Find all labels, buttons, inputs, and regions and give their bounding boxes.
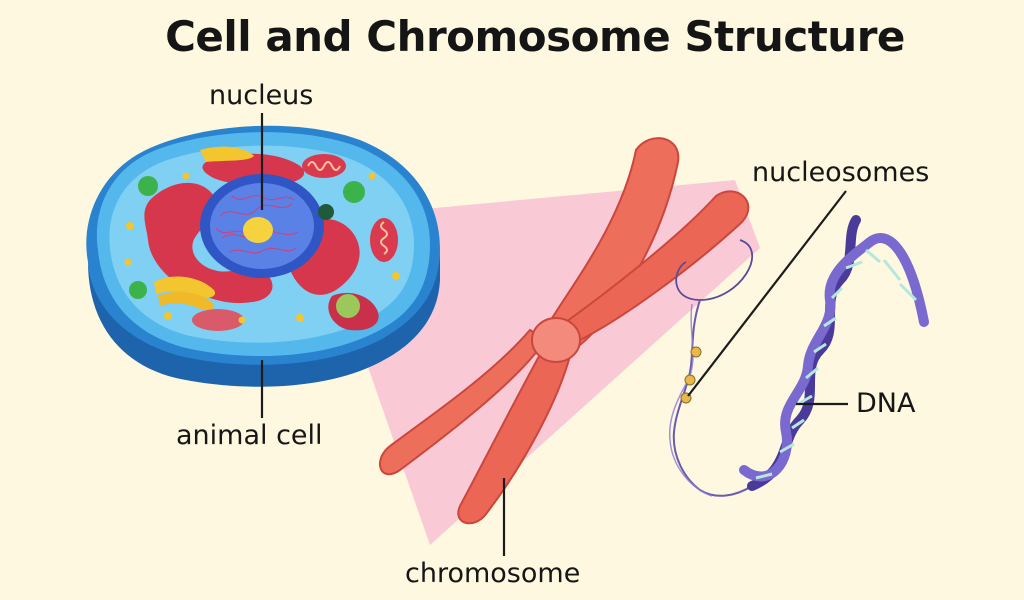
centromere <box>531 317 581 363</box>
chromosome <box>379 137 750 525</box>
nucleus-label: nucleus <box>209 80 314 111</box>
chromatid-lower-left <box>379 328 547 476</box>
cell-side <box>88 248 440 387</box>
double-helix <box>739 215 929 491</box>
base-pairs <box>755 248 918 480</box>
vesicles <box>124 172 400 324</box>
leader-lines <box>260 113 848 556</box>
nucleosomes-leader <box>687 190 847 397</box>
nucleolus <box>243 217 273 243</box>
diagram-title: Cell and Chromosome Structure <box>165 12 905 61</box>
chromatin-fiber <box>675 239 753 301</box>
nucleosomes-label: nucleosomes <box>752 157 930 188</box>
chromatid-lower-right <box>457 338 574 525</box>
mitochondria <box>192 154 398 331</box>
chromosome-label: chromosome <box>405 558 581 589</box>
animal-cell-label: animal cell <box>176 420 323 451</box>
dna-label: DNA <box>856 388 916 419</box>
dna-strand <box>668 215 929 497</box>
animal-cell <box>86 125 440 387</box>
golgi-apparatus <box>154 146 254 311</box>
